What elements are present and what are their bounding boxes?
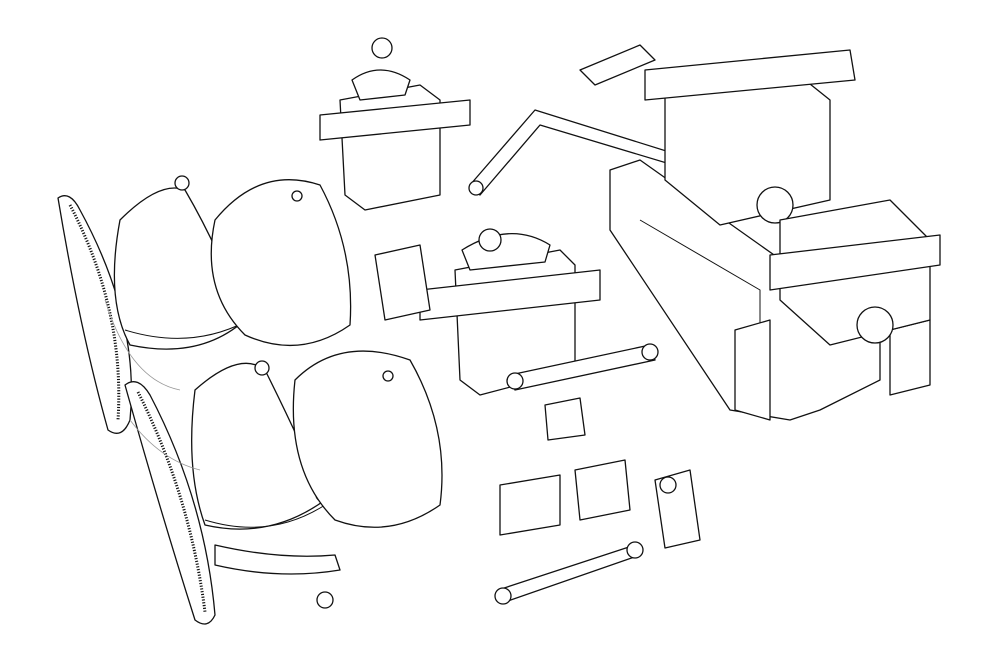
loose-bracket bbox=[499, 397, 631, 536]
eyeball-upper bbox=[210, 179, 352, 346]
servo-center bbox=[374, 228, 601, 396]
loose-block bbox=[654, 469, 701, 549]
eyeball-lower bbox=[292, 350, 443, 528]
gear-ring-lower bbox=[124, 381, 216, 625]
servo-right-upper bbox=[579, 44, 856, 226]
servo-top bbox=[319, 37, 471, 211]
hidden-lines bbox=[104, 299, 201, 471]
servo-right-lower bbox=[769, 199, 941, 346]
linkage-arm bbox=[468, 109, 698, 391]
loose-link bbox=[494, 541, 644, 605]
